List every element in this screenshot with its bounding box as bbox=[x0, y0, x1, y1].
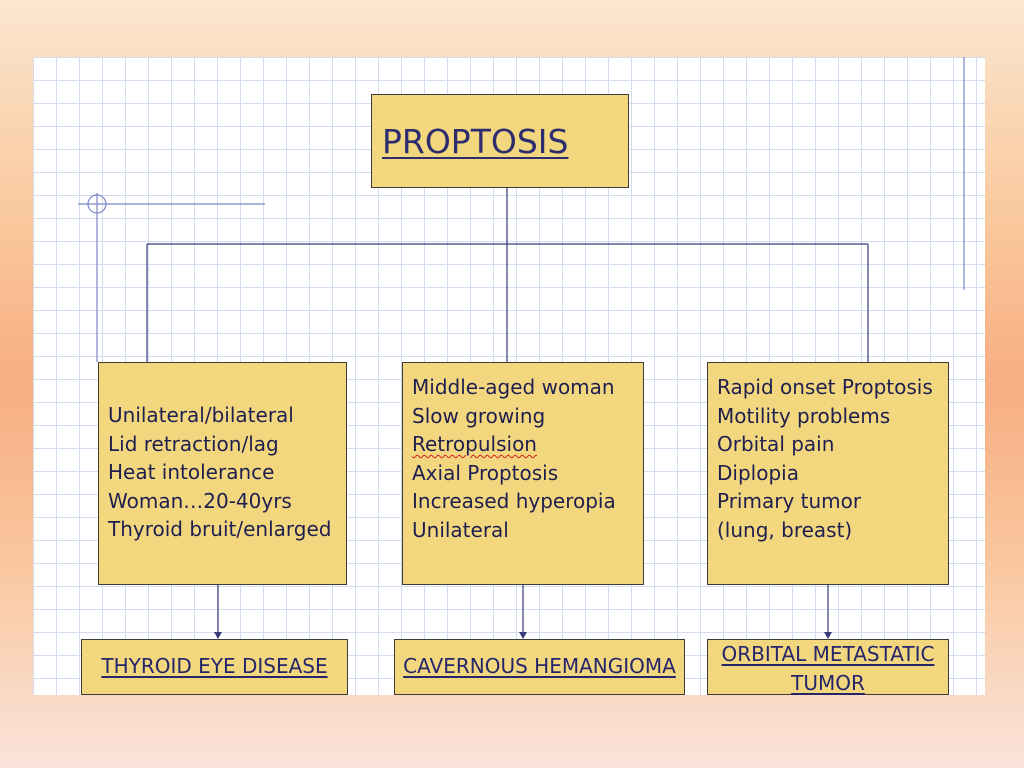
diagnosis-label: ORBITAL METASTATIC bbox=[721, 642, 935, 666]
feature-line: Lid retraction/lag bbox=[108, 431, 279, 456]
metastatic-features-box: Rapid onset Proptosis Motility problems … bbox=[707, 362, 949, 585]
feature-line: Middle-aged woman bbox=[412, 375, 615, 399]
connector-lines bbox=[78, 57, 965, 639]
diagnosis-label: THYROID EYE DISEASE bbox=[101, 654, 328, 678]
feature-line: Axial Proptosis bbox=[412, 460, 559, 485]
feature-line: Heat intolerance bbox=[108, 460, 275, 484]
feature-line: Retropulsion bbox=[412, 432, 537, 456]
diagnosis-orbital-metastatic-tumor: ORBITAL METASTATIC TUMOR bbox=[707, 639, 949, 695]
diagnosis-label: CAVERNOUS HEMANGIOMA bbox=[403, 654, 676, 678]
feature-line: Slow growing bbox=[412, 403, 546, 428]
diagnosis-label: TUMOR bbox=[791, 671, 865, 695]
diagnosis-cavernous-hemangioma: CAVERNOUS HEMANGIOMA bbox=[394, 639, 685, 695]
proptosis-title-box: PROPTOSIS bbox=[371, 94, 629, 188]
diagram-title: PROPTOSIS bbox=[382, 121, 569, 161]
hemangioma-features-box: Middle-aged woman Slow growing Retropuls… bbox=[402, 362, 644, 585]
feature-line: Motility problems bbox=[717, 403, 891, 428]
feature-line: Increased hyperopia bbox=[412, 489, 616, 513]
slide-canvas: PROPTOSIS Unilateral/bilateral Lid retra… bbox=[33, 57, 985, 695]
diagnosis-thyroid-eye-disease: THYROID EYE DISEASE bbox=[81, 639, 348, 695]
feature-line: Orbital pain bbox=[717, 432, 835, 456]
feature-line: Primary tumor bbox=[717, 489, 862, 513]
feature-line: Diplopia bbox=[717, 460, 799, 485]
thyroid-features-box: Unilateral/bilateral Lid retraction/lag … bbox=[98, 362, 347, 585]
feature-line: (lung, breast) bbox=[717, 517, 853, 542]
feature-line: Unilateral/bilateral bbox=[108, 403, 294, 427]
feature-line: Rapid onset Proptosis bbox=[717, 375, 933, 399]
feature-line: Thyroid bruit/enlarged bbox=[108, 517, 332, 541]
feature-line: Unilateral bbox=[412, 517, 509, 542]
feature-line: Woman…20-40yrs bbox=[108, 488, 292, 513]
